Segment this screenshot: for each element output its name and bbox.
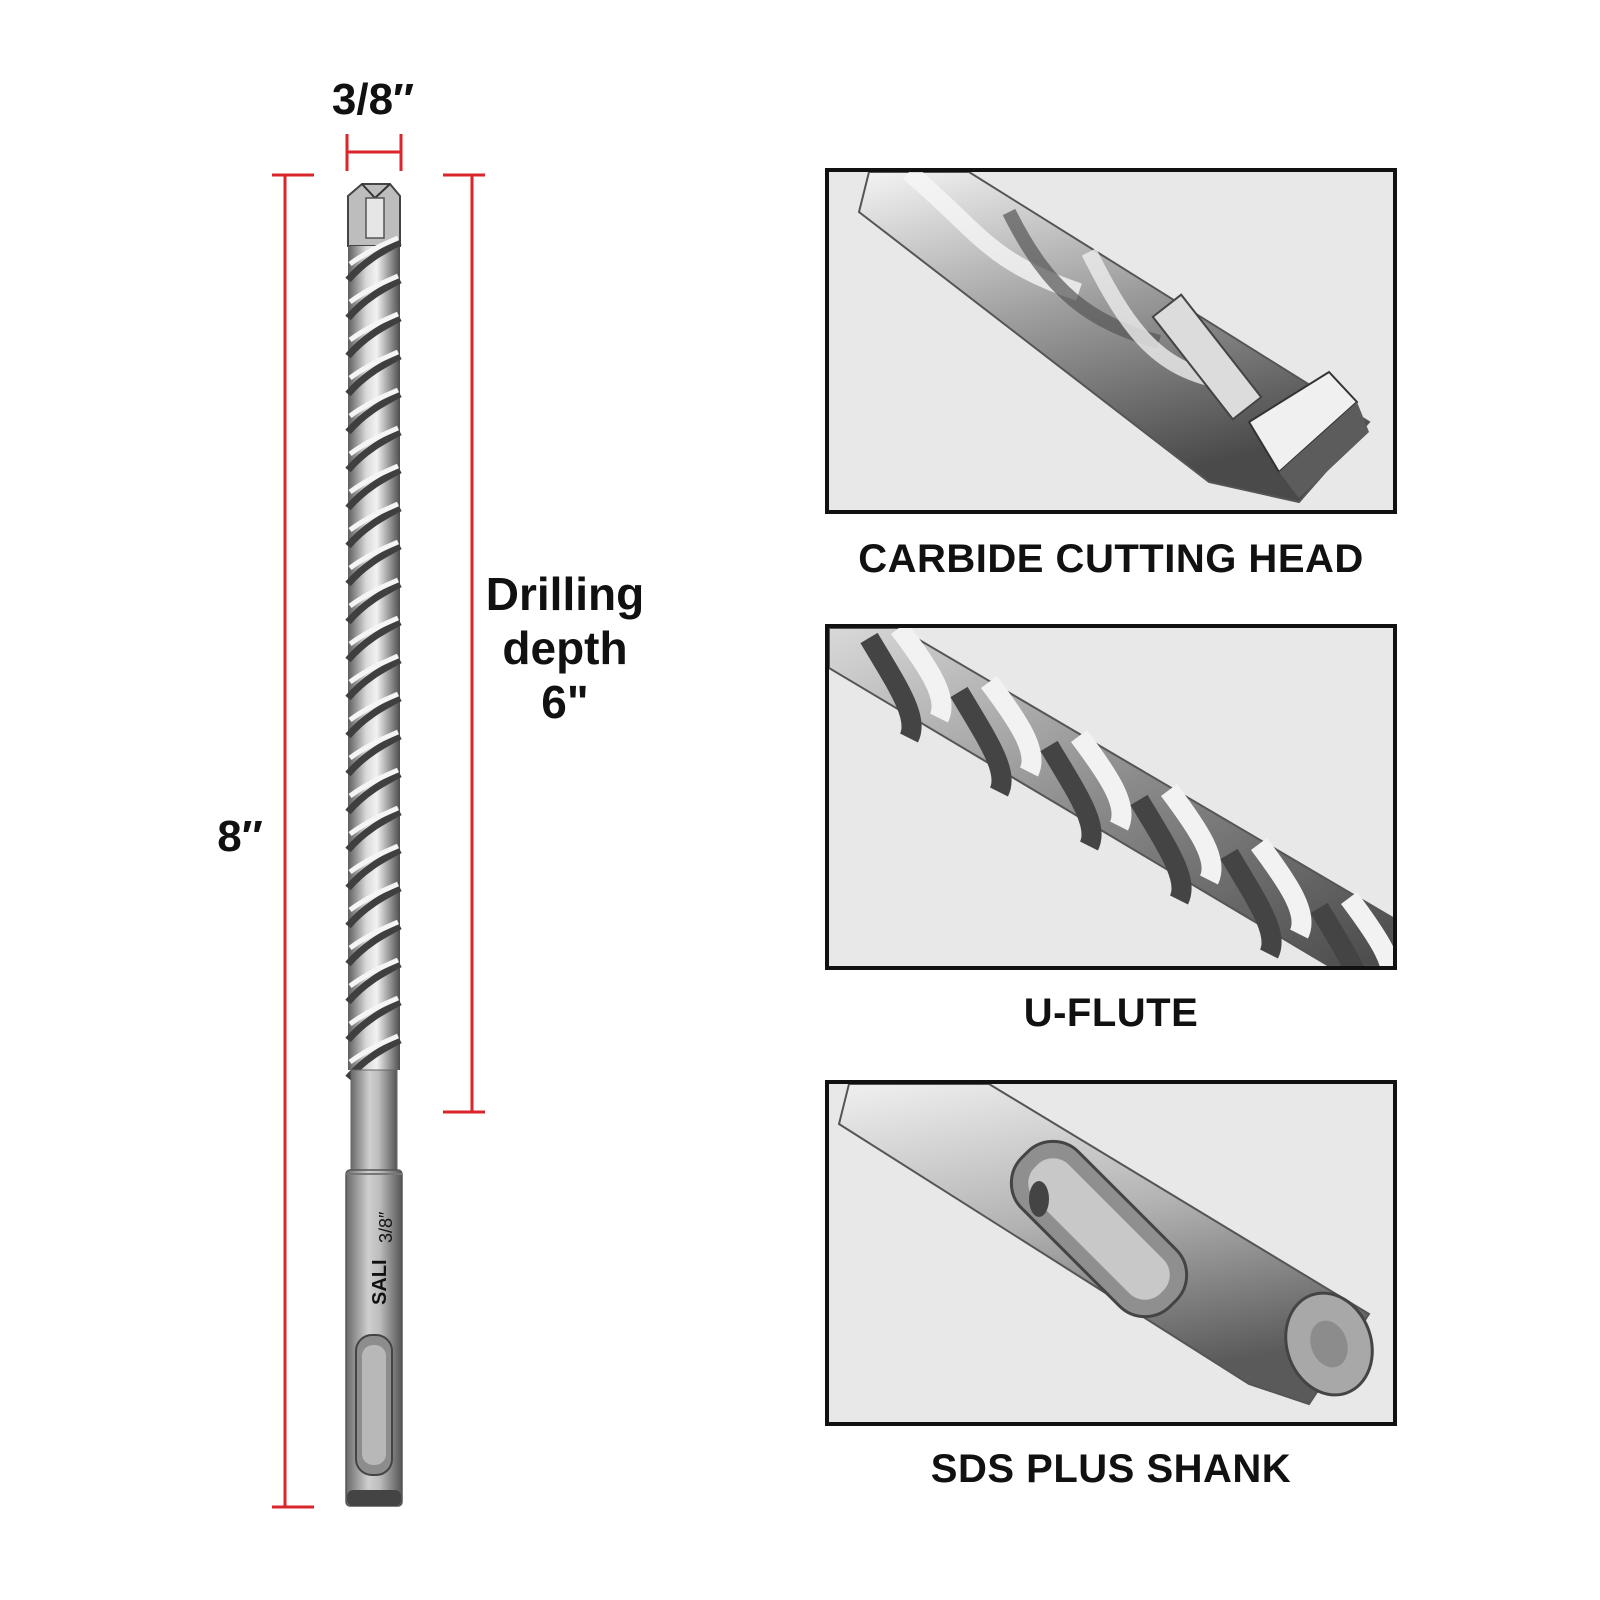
flute-twist: [345, 656, 402, 701]
flute-swirl: [860, 632, 922, 743]
u-flute-closeup: [829, 628, 1393, 966]
sds-shank-panel: [825, 1080, 1397, 1426]
flute-swirl: [1310, 902, 1364, 966]
flute-swirl-highlight: [1250, 838, 1312, 939]
flute-highlight: [348, 311, 399, 343]
flute-swirl-highlight: [980, 676, 1042, 777]
flute-highlight: [348, 767, 399, 799]
flute-twist: [345, 390, 402, 435]
flute-swirl-highlight: [1340, 892, 1393, 966]
flute-highlight: [348, 995, 399, 1027]
flute-swirl: [1040, 740, 1102, 851]
flute-highlight: [348, 691, 399, 723]
flute-twist: [345, 694, 402, 739]
flute-twist: [345, 618, 402, 663]
u-flute-caption: U-FLUTE: [1023, 991, 1199, 1035]
depth-line-1: Drilling: [485, 568, 645, 620]
depth-line-2: depth: [502, 622, 628, 674]
flute-twist: [345, 352, 402, 397]
flute-highlight: [348, 463, 399, 495]
bit-brand: SALI: [369, 1259, 391, 1305]
flute-highlight: [348, 235, 399, 267]
flute-twist: [345, 922, 402, 967]
flute-swirl: [1220, 848, 1282, 959]
flute-twist: [345, 846, 402, 891]
flute-twist: [345, 884, 402, 929]
flute-highlight: [348, 843, 399, 875]
flute-twist: [345, 504, 402, 549]
length-label: 8″: [217, 812, 263, 861]
sds-shank-closeup: [837, 1084, 1374, 1406]
flute-twist: [345, 808, 402, 853]
flute-swirl: [1130, 794, 1192, 905]
flute-twist: [345, 314, 402, 359]
drill-bit: [345, 183, 403, 1507]
flute-twist: [345, 428, 402, 473]
flute-twist: [345, 770, 402, 815]
bit-marking: SALI 3/8″: [369, 1211, 396, 1305]
flute-highlight: [348, 539, 399, 571]
flute-highlight: [348, 349, 399, 381]
length-dimension-line: [272, 173, 314, 1509]
flute-twist: [345, 238, 402, 283]
flute-highlight: [348, 919, 399, 951]
flute-swirl-highlight: [1070, 730, 1132, 831]
flute-twist: [345, 580, 402, 625]
flute-twist: [345, 466, 402, 511]
flute-swirl: [950, 686, 1012, 797]
flute-swirl-highlight: [1160, 784, 1222, 885]
carbide-head-panel: [825, 168, 1397, 514]
flute-highlight: [348, 501, 399, 533]
carbide-head-closeup: [857, 172, 1371, 504]
drilling-depth-label: Drilling depth 6": [470, 567, 660, 729]
depth-dimension-line: [443, 173, 485, 1114]
flute-highlight: [348, 653, 399, 685]
flute-highlight: [348, 957, 399, 989]
flute-highlight: [348, 881, 399, 913]
flute-highlight: [348, 615, 399, 647]
flute-twist: [345, 276, 402, 321]
depth-line-3: 6": [541, 676, 589, 728]
u-flute-panel: [825, 624, 1397, 970]
flute-highlight: [348, 805, 399, 837]
flute-highlight: [348, 729, 399, 761]
flute-twists: [345, 235, 402, 1081]
width-label: 3/8″: [331, 75, 415, 124]
flute-highlight: [348, 577, 399, 609]
flute-highlight: [348, 387, 399, 419]
sds-shank-caption: SDS PLUS SHANK: [930, 1447, 1292, 1491]
bit-size: 3/8″: [376, 1211, 396, 1243]
carbide-head-caption: CARBIDE CUTTING HEAD: [858, 537, 1364, 581]
flute-swirl-highlight: [890, 628, 952, 723]
flute-twist: [345, 732, 402, 777]
flute-highlight: [348, 273, 399, 305]
flute-highlight: [348, 1033, 399, 1065]
flute-twist: [345, 542, 402, 587]
flute-twist: [345, 998, 402, 1043]
flute-highlight: [348, 425, 399, 457]
flute-twist: [345, 960, 402, 1005]
width-dimension-line: [345, 134, 403, 171]
